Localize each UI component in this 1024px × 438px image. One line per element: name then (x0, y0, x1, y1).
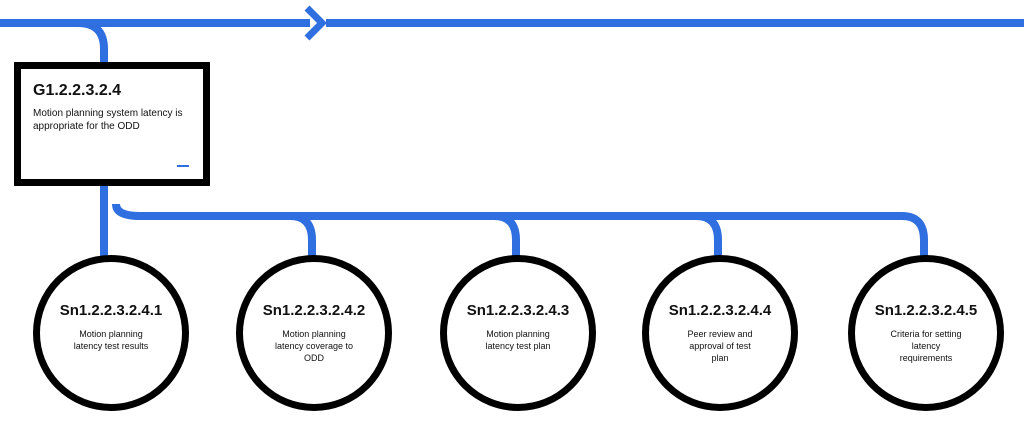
solution-node-5: Sn1.2.2.3.2.4.5 Criteria for setting lat… (848, 255, 1004, 411)
goal-marker (177, 165, 189, 167)
solution-id: Sn1.2.2.3.2.4.1 (59, 302, 163, 319)
solution-id: Sn1.2.2.3.2.4.2 (262, 302, 366, 319)
top-flow-line (0, 19, 108, 64)
flow-arrow-icon (304, 5, 327, 41)
branch-bus (112, 203, 316, 262)
solution-text: Criteria for setting latency requirement… (890, 329, 962, 363)
branch-to-sn5 (696, 212, 928, 262)
goal-id: G1.2.2.3.2.4 (33, 82, 122, 99)
solution-text: Motion planning latency test results (73, 329, 149, 351)
solution-id: Sn1.2.2.3.2.4.5 (874, 302, 978, 319)
goal-node: G1.2.2.3.2.4 Motion planning system late… (14, 62, 210, 186)
solution-node-2: Sn1.2.2.3.2.4.2 Motion planning latency … (236, 255, 392, 411)
solution-id: Sn1.2.2.3.2.4.4 (668, 302, 772, 319)
solution-text: Peer review and approval of test plan (687, 329, 753, 363)
solution-node-1: Sn1.2.2.3.2.4.1 Motion planning latency … (33, 255, 189, 411)
solution-node-4: Sn1.2.2.3.2.4.4 Peer review and approval… (642, 255, 798, 411)
solution-text: Motion planning latency coverage to ODD (274, 329, 354, 363)
solution-text: Motion planning latency test plan (485, 329, 551, 351)
solution-id: Sn1.2.2.3.2.4.3 (466, 302, 570, 319)
solution-node-3: Sn1.2.2.3.2.4.3 Motion planning latency … (440, 255, 596, 411)
goal-text: Motion planning system latency is approp… (33, 108, 183, 132)
